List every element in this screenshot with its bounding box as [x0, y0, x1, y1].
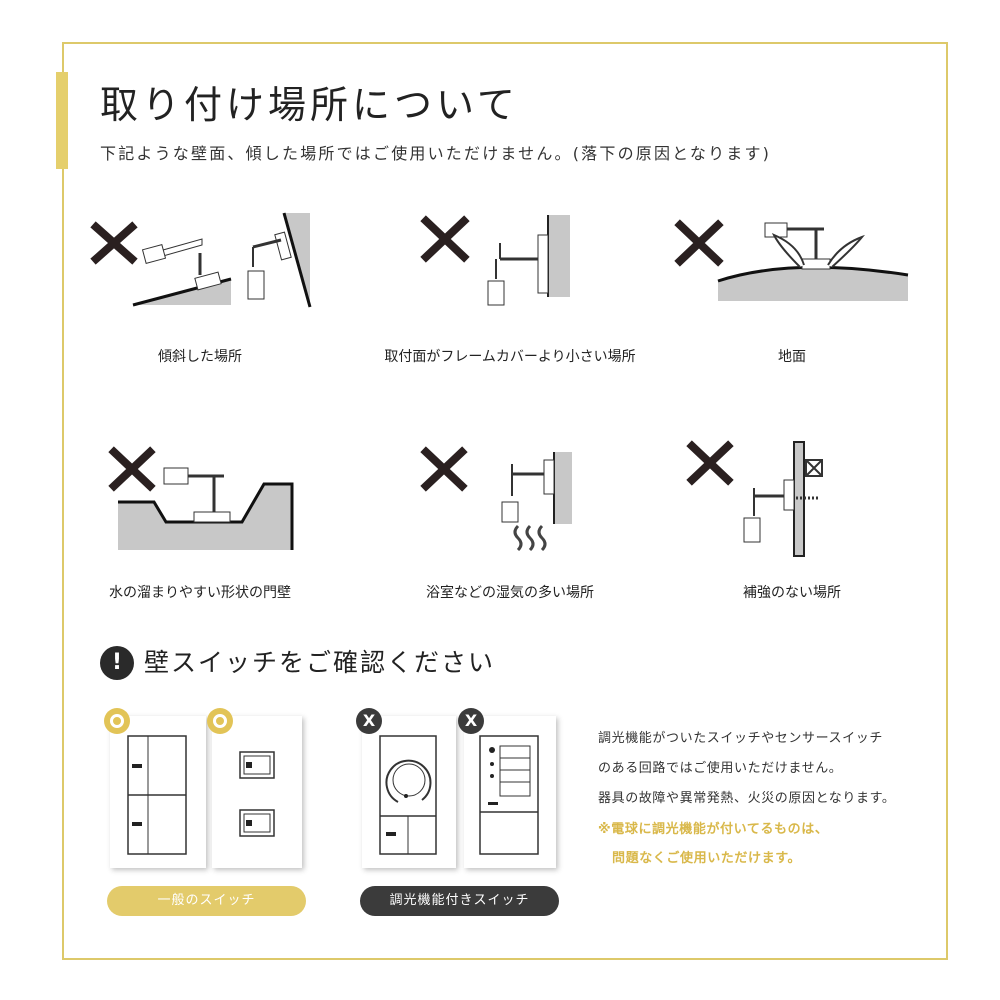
humid-bathroom-icon [420, 446, 572, 552]
note-highlight: 問題なくご使用いただけます。 [612, 851, 802, 866]
section-title: 壁スイッチをご確認ください [144, 648, 496, 677]
small-mount-surface-icon [420, 215, 570, 306]
standard-switch-card [110, 716, 206, 868]
standard-switch-icon [127, 735, 187, 855]
location-caption: 浴室などの湿気の多い場所 [426, 585, 594, 601]
ng-x-icon: X [356, 708, 382, 734]
ok-circle-icon [104, 708, 130, 734]
dimmer-switch-card [464, 716, 556, 868]
location-caption: 傾斜した場所 [158, 349, 242, 365]
dimmer-switch-label: 調光機能付きスイッチ [360, 886, 559, 916]
unreinforced-wall-icon [686, 440, 823, 557]
note-line: 調光機能がついたスイッチやセンサースイッチ [598, 731, 883, 746]
dimmer-switch-card [362, 716, 456, 868]
dimmer-panel-icon [479, 735, 539, 855]
note-line: 器具の故障や異常発熱、火災の原因となります。 [598, 791, 896, 806]
standard-switch-card [212, 716, 302, 868]
location-caption: 地面 [778, 349, 806, 365]
location-caption: 水の溜まりやすい形状の門壁 [109, 585, 291, 601]
water-pooling-wall-icon [108, 446, 294, 550]
ng-x-icon: X [458, 708, 484, 734]
standard-switch-label: 一般のスイッチ [107, 886, 306, 916]
page-subtitle: 下記ような壁面、傾した場所ではご使用いただけません。(落下の原因となります) [100, 144, 772, 163]
location-caption: 補強のない場所 [743, 585, 841, 601]
note-highlight: ※電球に調光機能が付いてるものは、 [598, 822, 829, 837]
page-frame [62, 42, 948, 960]
note-line: のある回路ではご使用いただけません。 [598, 761, 843, 776]
exclamation-icon: ! [100, 646, 134, 680]
page-title: 取り付け場所について [100, 83, 519, 127]
ground-icon [674, 219, 909, 301]
rocker-switch-icon [239, 751, 275, 837]
tilted-surface-icon [90, 212, 312, 308]
dimmer-dial-icon [379, 735, 437, 855]
ok-circle-icon [207, 708, 233, 734]
location-caption: 取付面がフレームカバーより小さい場所 [384, 349, 636, 365]
title-accent-bar [56, 72, 68, 169]
